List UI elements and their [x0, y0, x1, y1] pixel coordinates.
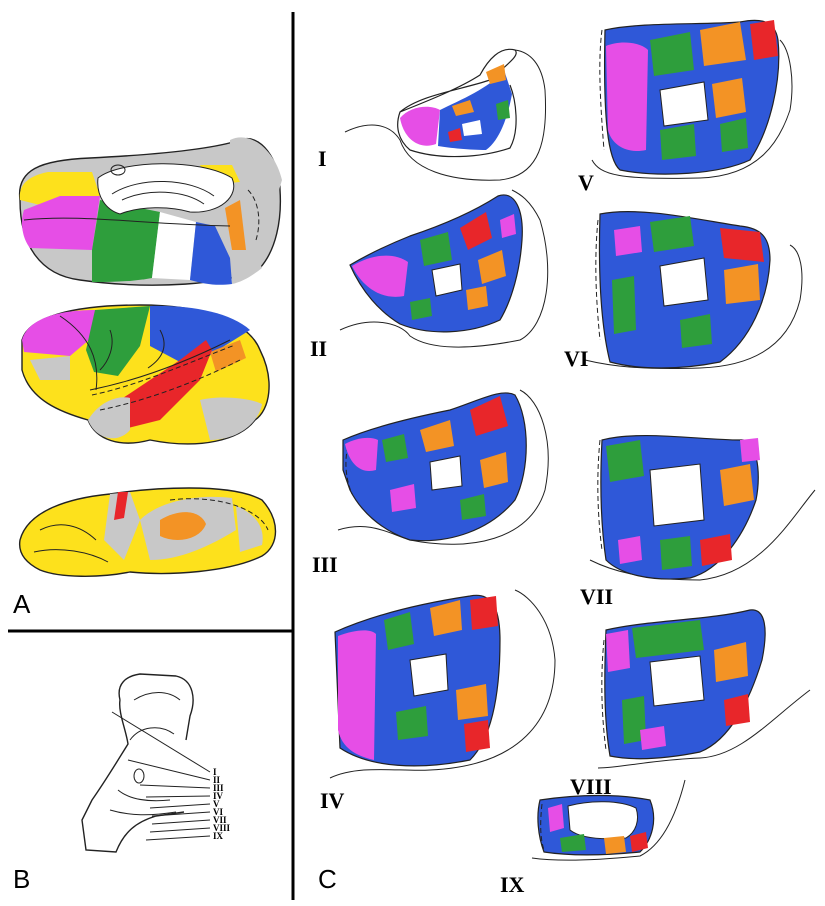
brain-lateral-view: [22, 305, 269, 444]
section-key-labels: I II III IV V VI VII VIII IX: [213, 767, 231, 841]
brain-section-key-diagram: [82, 674, 210, 852]
section-label-ix: IX: [500, 872, 525, 897]
panel-b: I II III IV V VI VII VIII IX B: [13, 674, 231, 894]
section-ix: IX: [500, 780, 685, 897]
section-i: I: [318, 49, 546, 180]
brain-ventral-view: [20, 488, 276, 576]
section-label-iv: IV: [320, 788, 345, 813]
section-v: V: [578, 20, 792, 195]
brain-medial-view: [20, 137, 282, 285]
section-label-vii: VII: [580, 584, 613, 609]
section-ii: II: [310, 190, 548, 361]
key-label-ix: IX: [213, 831, 224, 841]
section-label-vi: VI: [564, 346, 588, 371]
panel-label-b: B: [13, 864, 30, 894]
section-label-ii: II: [310, 336, 327, 361]
section-vii: VII: [580, 436, 815, 609]
panel-c: I II III: [310, 20, 815, 897]
section-label-iii: III: [312, 552, 338, 577]
section-label-v: V: [578, 170, 594, 195]
section-viii: VIII: [570, 610, 810, 799]
panel-label-c: C: [318, 864, 337, 894]
section-vi: VI: [564, 212, 802, 371]
section-iii: III: [312, 390, 548, 577]
panel-label-a: A: [13, 589, 31, 619]
section-iv: IV: [320, 590, 555, 813]
panel-a: A: [13, 137, 282, 619]
section-label-i: I: [318, 146, 327, 171]
